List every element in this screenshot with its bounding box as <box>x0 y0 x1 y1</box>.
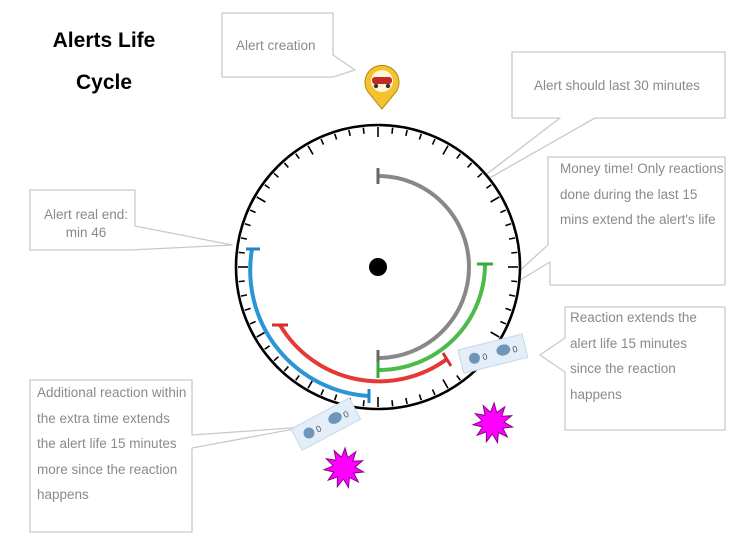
clock-tick <box>256 331 266 338</box>
clock-tick <box>244 307 251 312</box>
burst-icon <box>322 446 366 490</box>
clock-tick <box>264 184 271 189</box>
clock-tick <box>508 294 516 297</box>
clock-tick <box>238 251 245 254</box>
clock-tick <box>467 162 473 168</box>
clock-tick <box>240 294 248 297</box>
clock-tick <box>511 280 518 283</box>
clock-tick <box>500 209 507 214</box>
callout-should-last: Alert should last 30 minutes <box>534 78 700 93</box>
first-extension-arc <box>278 323 449 384</box>
clock-tick <box>295 374 300 381</box>
like-count: 0 <box>481 351 488 362</box>
clock-tick <box>431 389 436 396</box>
clock-tick <box>391 127 394 134</box>
clock-tick <box>307 145 314 155</box>
clock-tick <box>405 129 408 137</box>
clock-tick <box>511 251 518 254</box>
clock-tick <box>295 153 300 160</box>
clock-tick <box>273 356 279 362</box>
clock-tick <box>362 127 365 134</box>
clock-tick <box>238 280 245 283</box>
first-extension-start-cap <box>441 352 453 367</box>
like-count: 0 <box>314 423 323 434</box>
callout-reaction-extends: Reaction extends the alert life 15 minut… <box>570 310 697 402</box>
alert-pin-icon <box>364 64 400 110</box>
clock-tick <box>240 237 248 240</box>
clock-tick <box>333 133 338 140</box>
clock-tick <box>320 138 325 145</box>
alert-duration-arc <box>377 174 471 360</box>
clock-tick <box>418 133 423 140</box>
clock-tick <box>490 196 500 203</box>
callout-additional-reaction-box <box>29 379 306 533</box>
burst-icon <box>471 401 515 445</box>
clock-tick <box>485 184 492 189</box>
money-time-arc <box>377 263 487 373</box>
clock-tick <box>249 320 256 325</box>
clock-tick <box>490 331 500 338</box>
callout-alert-creation: Alert creation <box>236 38 316 53</box>
clock-tick <box>505 222 512 227</box>
comment-icon <box>496 344 511 356</box>
callout-should-last-box <box>457 51 726 197</box>
callout-alert-creation-box <box>221 12 356 78</box>
comment-count: 0 <box>342 409 351 420</box>
clock-tick <box>333 394 338 401</box>
callout-real-end-box <box>29 189 233 251</box>
clock-tick <box>264 345 271 350</box>
clock-tick <box>320 389 325 396</box>
clock-tick <box>431 138 436 145</box>
clock-tick <box>500 320 507 325</box>
clock-ticks <box>238 127 518 407</box>
alert-real-end-arc <box>248 248 370 398</box>
like-icon <box>303 427 315 439</box>
clock-tick <box>391 400 394 407</box>
callout-additional-reaction: Additional reaction within the extra tim… <box>37 385 187 502</box>
diagram-title-line1: Alerts Life <box>52 29 156 52</box>
reaction-card-first: 0 0 <box>457 333 529 374</box>
comment-icon <box>328 412 342 424</box>
clock-tick <box>442 379 449 389</box>
callout-money-time-box <box>486 156 726 301</box>
clock-center-dot <box>369 258 387 276</box>
like-icon <box>468 352 480 364</box>
clock-tick <box>456 153 461 160</box>
callout-reaction-extends-box <box>539 306 726 431</box>
clock-tick <box>505 307 512 312</box>
callout-real-end: Alert real end: min 46 <box>43 207 129 240</box>
clock-tick <box>405 397 408 405</box>
clock-tick <box>283 366 289 372</box>
comment-count: 0 <box>511 344 518 355</box>
callout-money-time: Money time! Only reactions done during t… <box>560 161 724 227</box>
diagram-title-line2: Cycle <box>75 71 133 94</box>
clock-tick <box>418 394 423 401</box>
clock-tick <box>273 172 279 178</box>
clock-tick <box>348 129 351 137</box>
clock-tick <box>508 237 516 240</box>
clock-tick <box>442 145 449 155</box>
clock-tick <box>249 209 256 214</box>
clock-tick <box>456 374 461 381</box>
clock-tick <box>477 172 483 178</box>
clock-tick <box>362 400 365 407</box>
clock-tick <box>256 196 266 203</box>
clock-tick <box>244 222 251 227</box>
clock-tick <box>283 162 289 168</box>
reaction-card-second: 0 0 <box>290 397 362 451</box>
